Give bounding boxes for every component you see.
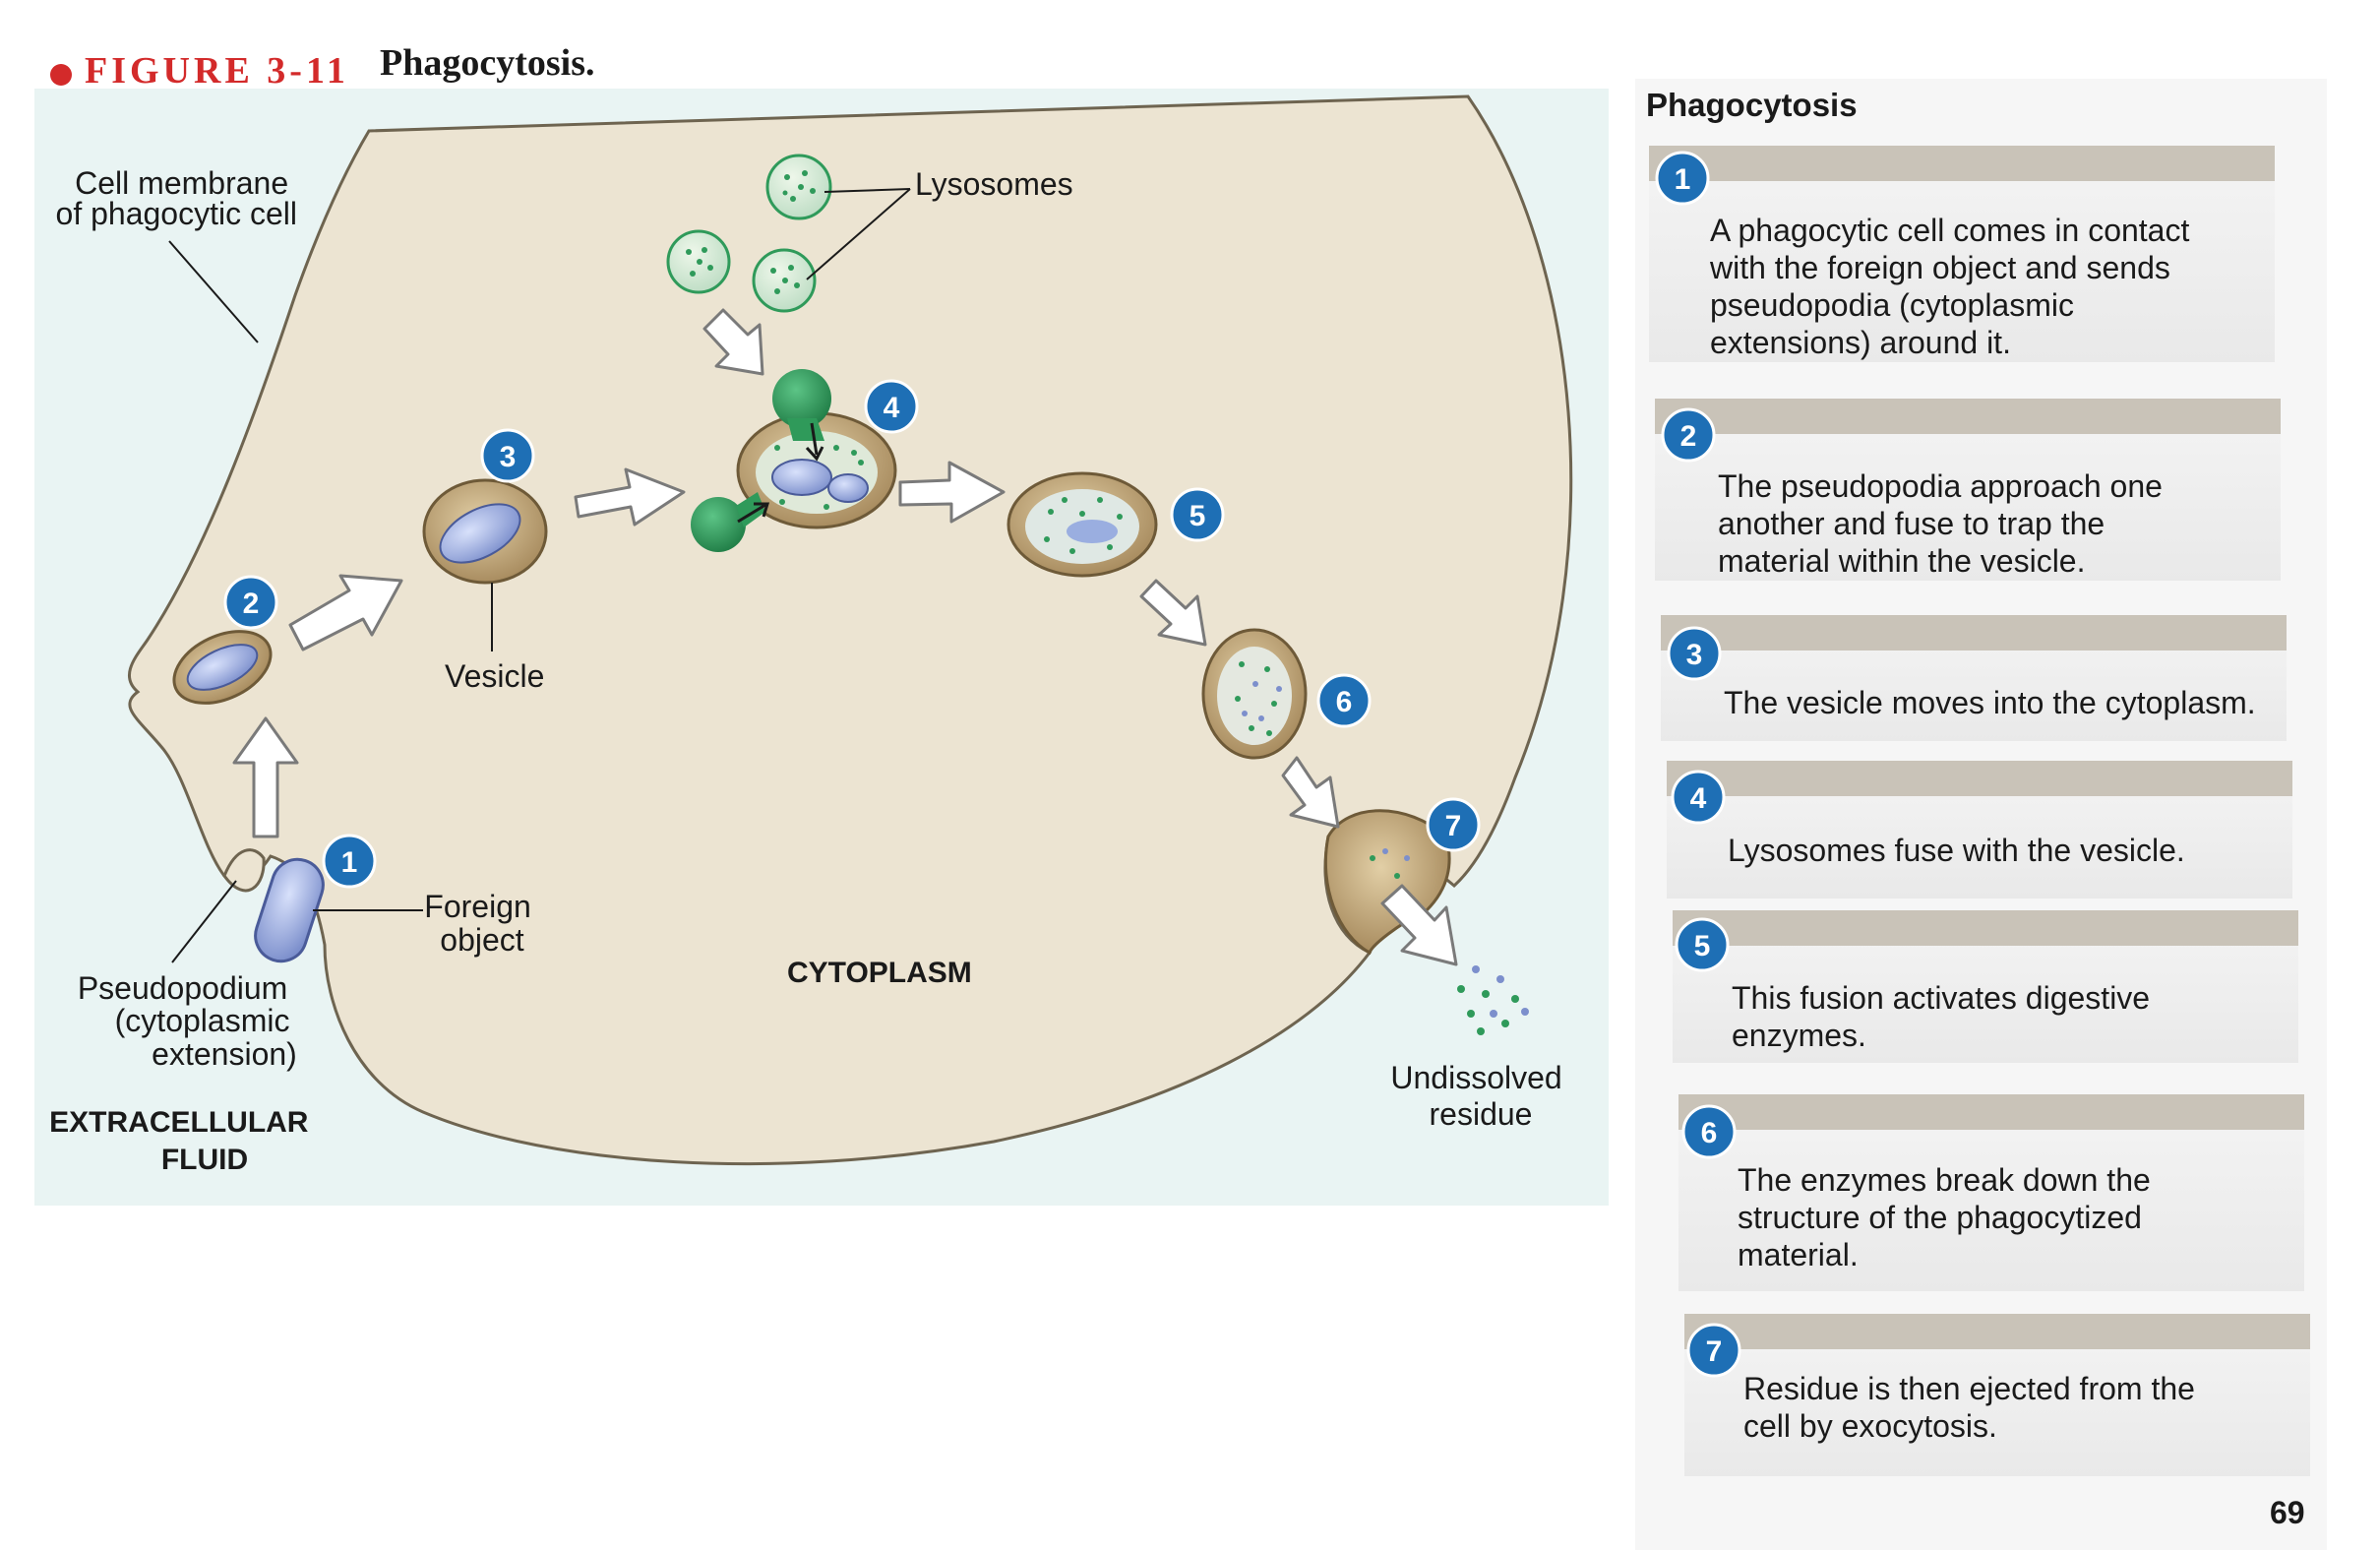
stage-badge-5: 5 — [1170, 487, 1225, 542]
step-description: The pseudopodia approach one another and… — [1718, 468, 2171, 579]
stage-badge-4: 4 — [864, 379, 919, 434]
svg-text:7: 7 — [1445, 810, 1462, 842]
svg-text:7: 7 — [1706, 1335, 1723, 1368]
flow-arrow — [288, 574, 403, 651]
svg-text:3: 3 — [1686, 639, 1703, 671]
step-number-badge — [1667, 626, 1722, 681]
step-number-badge — [1675, 917, 1730, 972]
flow-arrow — [898, 461, 1006, 524]
label-cytoplasm: CYTOPLASM — [787, 957, 972, 989]
step-description: The vesicle moves into the cytoplasm. — [1724, 685, 2256, 720]
stage-badge-2: 2 — [223, 575, 278, 630]
svg-text:4: 4 — [1690, 782, 1707, 815]
step-1: 1 A phagocytic cell comes in contact wit… — [1649, 146, 2275, 362]
label-cell-membrane: Cell membrane of phagocytic cell — [56, 165, 297, 231]
flow-arrow — [1380, 884, 1458, 966]
step-description: A phagocytic cell comes in contact with … — [1709, 213, 2198, 360]
label-extracellular-fluid: EXTRACELLULAR FLUID — [49, 1106, 317, 1176]
step-4: 4 Lysosomes fuse with the vesicle. — [1667, 761, 2292, 899]
lysosome — [752, 248, 817, 313]
label-pseudopodium: Pseudopodium (cytoplasmic extension) — [78, 970, 299, 1072]
step-2: 2 The pseudopodia approach one another a… — [1655, 399, 2281, 581]
label-lysosomes: Lysosomes — [915, 166, 1073, 202]
svg-text:3: 3 — [500, 441, 517, 473]
stage-badge-7: 7 — [1426, 797, 1481, 852]
step-number-badge — [1661, 407, 1716, 463]
lysosome — [666, 229, 731, 294]
pseudopodium — [222, 848, 266, 893]
lysosome-fusion — [691, 369, 897, 552]
vesicle — [422, 478, 548, 585]
step-6: 6 The enzymes break down the structure o… — [1678, 1094, 2304, 1291]
svg-text:6: 6 — [1701, 1117, 1718, 1149]
leader-line — [168, 240, 259, 343]
flow-arrow — [702, 308, 764, 376]
svg-text:2: 2 — [243, 588, 260, 620]
step-5: 5 This fusion activates digestive enzyme… — [1673, 910, 2298, 1063]
svg-text:6: 6 — [1336, 686, 1353, 718]
digesting-vesicle — [1007, 471, 1158, 578]
step-description: This fusion activates digestive enzymes. — [1732, 980, 2159, 1053]
broken-down-material — [1201, 628, 1308, 760]
panel-title: Phagocytosis — [1646, 87, 1858, 123]
step-3: 3 The vesicle moves into the cytoplasm. — [1661, 615, 2287, 741]
figure-bullet — [50, 64, 72, 86]
undissolved-residue — [1457, 965, 1529, 1035]
svg-text:1: 1 — [341, 846, 358, 879]
flow-arrow — [232, 716, 299, 838]
step-number-badge — [1686, 1323, 1741, 1378]
step-number-badge — [1671, 770, 1726, 825]
step-description: Lysosomes fuse with the vesicle. — [1728, 833, 2185, 868]
label-undissolved-residue: Undissolved residue — [1390, 1060, 1570, 1132]
leader-line — [806, 188, 911, 280]
stage-badge-1: 1 — [322, 834, 377, 889]
figure-label: FIGURE 3-11 — [85, 50, 349, 92]
label-foreign-object: Foreign object — [424, 889, 539, 958]
svg-text:5: 5 — [1694, 930, 1711, 962]
step-7: 7 Residue is then ejected from the cell … — [1684, 1314, 2310, 1476]
stage-badge-6: 6 — [1316, 673, 1372, 728]
flow-arrow — [1139, 579, 1207, 647]
step-description: Residue is then ejected from the cell by… — [1743, 1371, 2204, 1444]
lysosome — [765, 154, 832, 220]
step-number-badge — [1655, 151, 1710, 206]
step-description: The enzymes break down the structure of … — [1738, 1162, 2160, 1272]
svg-text:1: 1 — [1675, 163, 1691, 196]
svg-text:2: 2 — [1680, 420, 1697, 453]
step-number-badge — [1681, 1104, 1737, 1159]
figure-title: Phagocytosis. — [380, 42, 595, 84]
forming-vesicle — [172, 630, 273, 705]
leader-line — [824, 188, 911, 193]
stage-badge-3: 3 — [480, 428, 535, 483]
flow-arrow — [574, 467, 686, 527]
page-number: 69 — [2270, 1495, 2305, 1530]
leader-line — [171, 880, 237, 963]
flow-arrow — [1281, 756, 1340, 829]
label-vesicle: Vesicle — [445, 658, 544, 694]
phagocytic-cell — [127, 94, 1573, 1166]
svg-text:5: 5 — [1190, 500, 1206, 532]
svg-text:4: 4 — [884, 392, 900, 424]
foreign-object — [254, 857, 325, 963]
